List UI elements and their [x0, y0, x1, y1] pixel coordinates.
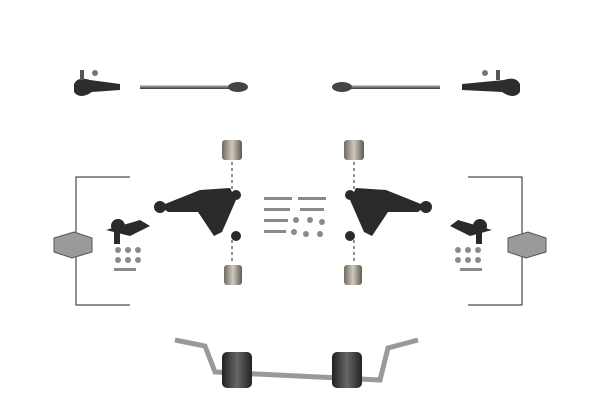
control-arm-right	[345, 188, 432, 241]
bushing-upper-left	[222, 140, 242, 160]
ball-joint-right	[450, 219, 492, 244]
tie-rod-end-left	[74, 70, 120, 96]
bolt-kit-center	[264, 197, 326, 237]
stabilizer-bushing-left	[222, 352, 252, 388]
stabilizer-bushing-right	[332, 352, 362, 388]
ball-joint-left	[106, 219, 150, 244]
bolt-kit-right	[455, 247, 482, 271]
tie-rod-end-right	[462, 70, 520, 96]
bushing-lower-left	[224, 265, 242, 285]
bushing-lower-right	[344, 265, 362, 285]
guide-lines	[231, 162, 355, 264]
inner-tie-rod-left	[140, 82, 248, 92]
parts-box-left	[53, 231, 93, 259]
control-arm-left	[154, 188, 241, 241]
bushing-upper-right	[344, 140, 364, 160]
stabilizer-bar	[174, 337, 419, 388]
bolt-kit-left	[114, 247, 141, 271]
inner-tie-rod-right	[332, 82, 440, 92]
parts-box-right	[507, 231, 547, 259]
